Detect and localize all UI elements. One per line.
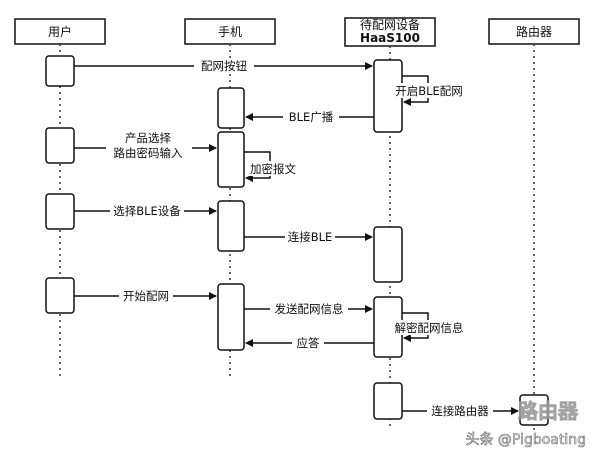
activation-box — [217, 200, 245, 252]
message-label: 开启BLE配网 — [395, 84, 463, 98]
activation-box — [217, 87, 245, 129]
message-label: 加密报文 — [250, 162, 296, 176]
participant-label: 路由器 — [516, 24, 552, 39]
message-m6: 选择BLE设备 — [74, 203, 217, 218]
participant-device: 待配网设备 HaaS100 — [344, 17, 436, 47]
message-m5: 加密报文 — [244, 151, 300, 182]
message-label: 选择BLE设备 — [113, 204, 181, 218]
message-m7: 连接BLE — [244, 229, 373, 244]
participant-label: 手机 — [218, 25, 242, 39]
activation-box — [45, 193, 75, 230]
participant-phone: 手机 — [184, 18, 276, 45]
message-label: 发送配网信息 — [275, 302, 344, 316]
message-m4: 产品选择 路由密码输入 — [74, 131, 217, 161]
watermark-overlay-text: 路由器 — [518, 399, 579, 423]
participant-user: 用户 — [14, 18, 106, 45]
message-label: 配网按钮 — [201, 59, 247, 73]
message-m11: 应答 — [245, 335, 374, 350]
participant-router: 路由器 — [488, 18, 580, 45]
activation-box — [373, 382, 403, 420]
activation-box — [45, 55, 75, 87]
message-m8: 开始配网 — [74, 288, 217, 303]
message-m1: 配网按钮 — [74, 58, 373, 73]
message-label: 解密配网信息 — [395, 321, 464, 335]
message-label-line2: 路由密码输入 — [114, 146, 183, 160]
message-label: 连接路由器 — [431, 404, 489, 418]
activation-box — [519, 394, 549, 426]
message-m3: BLE广播 — [245, 109, 374, 124]
participant-label: 用户 — [48, 24, 72, 39]
message-label: 连接BLE — [288, 230, 333, 244]
activation-box — [45, 277, 75, 314]
participant-label-line2: HaaS100 — [360, 31, 420, 45]
message-m12: 连接路由器 — [402, 403, 519, 418]
activation-box — [217, 283, 245, 351]
activation-box — [373, 226, 403, 283]
watermark: 路由器 头条 @Pigboating — [465, 399, 586, 449]
participant-label-line1: 待配网设备 — [360, 18, 420, 32]
activation-box — [45, 127, 75, 164]
message-label: 应答 — [297, 336, 320, 350]
message-m2: 开启BLE配网 — [392, 75, 466, 106]
message-m9: 发送配网信息 — [244, 301, 373, 316]
activation-box — [217, 131, 245, 188]
message-m10: 解密配网信息 — [390, 312, 468, 342]
watermark-source-text: 头条 @Pigboating — [465, 431, 586, 448]
message-label: BLE广播 — [289, 110, 334, 124]
message-label-line1: 产品选择 — [125, 131, 171, 145]
message-label: 开始配网 — [123, 289, 169, 303]
